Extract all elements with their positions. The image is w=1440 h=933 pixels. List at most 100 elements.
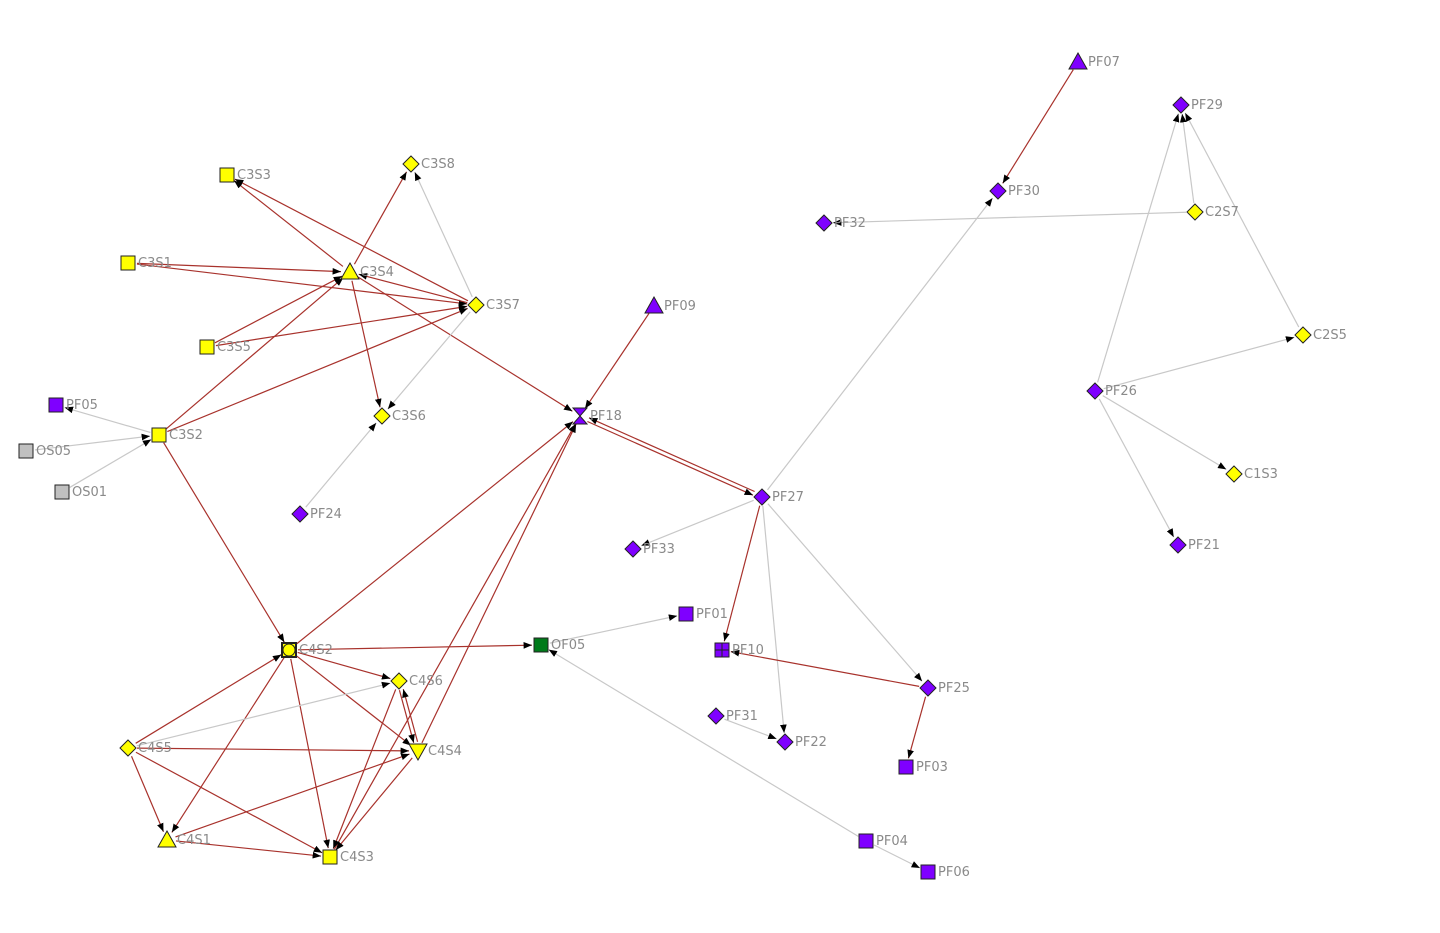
node-PF30[interactable]: PF30 [989,182,1040,200]
edge-C3S2-PF05 [64,406,151,434]
node-PF04[interactable]: PF04 [858,833,908,849]
node-label: C3S2 [169,428,203,443]
node-C2S7[interactable]: C2S7 [1186,203,1239,221]
node-label: C3S6 [392,409,426,424]
node-C2S5[interactable]: C2S5 [1294,326,1347,344]
node-C3S2[interactable]: C3S2 [151,427,203,443]
node-label: PF30 [1008,184,1040,199]
node-C1S3[interactable]: C1S3 [1225,465,1278,483]
node-PF33[interactable]: PF33 [624,540,675,558]
edge-C2S7-PF32 [832,211,1187,226]
square-node-icon [199,339,215,355]
node-C4S1[interactable]: C4S1 [157,829,211,848]
edge-C3S7-C3S6 [387,311,471,410]
downtriangle-node-icon [408,743,428,762]
node-label: PF06 [938,865,970,880]
node-PF09[interactable]: PF09 [644,295,696,314]
node-PF27[interactable]: PF27 [753,488,804,506]
node-PF26[interactable]: PF26 [1086,382,1137,400]
node-label: OS05 [36,444,71,459]
edge-C2S5-PF29 [1184,112,1300,328]
node-C3S3[interactable]: C3S3 [219,167,271,183]
edge-PF25-PF10 [730,649,920,687]
node-OS05[interactable]: OS05 [18,443,71,459]
node-PF05[interactable]: PF05 [48,397,98,413]
edge-C3S2-C4S2 [163,442,285,643]
edge-C4S5-C4S3 [135,751,323,854]
node-PF07[interactable]: PF07 [1068,51,1120,70]
node-label: PF31 [726,709,758,724]
edge-PF26-PF21 [1098,398,1175,538]
node-C3S4[interactable]: C3S4 [340,261,394,280]
node-PF01[interactable]: PF01 [678,606,728,622]
square-node-icon [48,397,64,413]
node-C4S3[interactable]: C4S3 [322,849,374,865]
edge-PF27-PF25 [767,503,923,682]
node-PF10[interactable]: PF10 [714,642,764,658]
node-C4S5[interactable]: C4S5 [119,739,172,757]
edge-C4S4-C4S3 [335,757,413,851]
edge-PF26-PF29 [1097,113,1180,383]
node-PF03[interactable]: PF03 [898,759,948,775]
edge-C3S5-C3S7 [215,304,468,347]
node-PF06[interactable]: PF06 [920,864,970,880]
node-label: PF33 [643,542,675,557]
node-label: C4S2 [299,643,333,658]
node-C4S2[interactable]: C4S2 [281,642,333,658]
node-label: PF24 [310,507,342,522]
node-C3S5[interactable]: C3S5 [199,339,251,355]
node-label: PF25 [938,681,970,696]
diamond-node-icon [373,407,391,425]
edge-C4S2-C4S3 [290,658,330,849]
node-OF05[interactable]: OF05 [533,637,585,653]
diamond-node-icon [119,739,137,757]
node-PF21[interactable]: PF21 [1169,536,1220,554]
edge-PF26-C2S5 [1103,336,1295,390]
square-node-icon [898,759,914,775]
node-label: OS01 [72,485,107,500]
node-label: C3S8 [421,157,455,172]
edge-C3S2-C3S4 [165,277,344,430]
diamond-node-icon [1086,382,1104,400]
square-node-icon [54,484,70,500]
edge-PF09-PF18 [584,313,650,409]
edge-C3S4-C3S6 [351,280,382,408]
node-C3S8[interactable]: C3S8 [402,155,455,173]
diamond-node-icon [707,707,725,725]
node-label: C4S1 [177,833,211,848]
node-label: C3S5 [217,340,251,355]
node-C4S4[interactable]: C4S4 [408,743,462,762]
node-C3S7[interactable]: C3S7 [467,296,520,314]
edge-PF26-C1S3 [1102,395,1227,470]
edge-C4S2-C4S4 [295,655,412,746]
node-label: C2S7 [1205,205,1239,220]
node-PF31[interactable]: PF31 [707,707,758,725]
node-C4S6[interactable]: C4S6 [390,672,443,690]
diamond-node-icon [989,182,1007,200]
node-PF24[interactable]: PF24 [291,505,342,523]
diamond-node-icon [402,155,420,173]
node-label: PF22 [795,735,827,750]
diamond-node-icon [815,214,833,232]
node-OS01[interactable]: OS01 [54,484,107,500]
node-PF18[interactable]: PF18 [571,407,622,425]
node-PF29[interactable]: PF29 [1172,96,1223,114]
diamond-node-icon [753,488,771,506]
triangle-node-icon [644,295,664,314]
node-label: OF05 [551,638,585,653]
node-label: PF21 [1188,538,1220,553]
node-PF32[interactable]: PF32 [815,214,866,232]
edge-PF27-PF30 [767,197,993,491]
edge-C3S1-C3S4 [136,262,342,275]
edge-C3S7-C3S8 [414,171,473,298]
node-PF22[interactable]: PF22 [776,733,827,751]
edge-OS05-C3S2 [34,433,151,451]
node-C3S6[interactable]: C3S6 [373,407,426,425]
node-C3S1[interactable]: C3S1 [120,255,172,271]
edge-C4S2-C4S6 [297,651,391,680]
node-label: C4S4 [428,744,462,759]
node-PF25[interactable]: PF25 [919,679,970,697]
edge-C4S2-C4S1 [171,657,285,833]
diamond-node-icon [1169,536,1187,554]
